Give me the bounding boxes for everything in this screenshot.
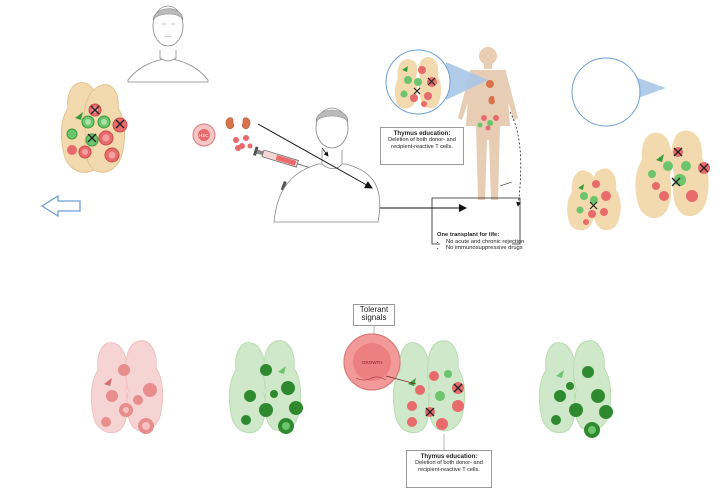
dashed-return-arrow	[509, 111, 522, 207]
hsc-cell-icon	[192, 123, 216, 147]
thymus-education-box-bottom: Thymus education: Deletion of both donor…	[406, 450, 492, 488]
thymus-education-box-top: Thymus education: Deletion of both donor…	[380, 127, 464, 165]
kidney-icon	[225, 117, 253, 151]
thymus-right-small	[567, 168, 621, 231]
arrow-kidney-to-patient	[257, 123, 373, 189]
tolerant-cell-icon	[343, 333, 417, 391]
thymus-bottom-green-1	[228, 340, 303, 434]
hsc-label: HSC	[199, 133, 209, 138]
syringe-icon-1	[253, 146, 310, 168]
body-silhouette-icon	[458, 47, 518, 200]
thymus-education-body-top: Deletion of both donor- and recipient-re…	[388, 137, 456, 150]
one-transplant-box: One transplant for life: No acute and ch…	[437, 232, 529, 252]
cell-label: GROWTH	[362, 360, 383, 365]
patient-torso-icon	[273, 107, 381, 223]
thymus-bottom-pink	[90, 340, 164, 434]
thymus-education-body-bottom: Deletion of both donor- and recipient-re…	[415, 460, 483, 473]
thymus-cells-top-left	[66, 103, 128, 163]
one-transplant-item: No acute and chronic rejection	[446, 239, 529, 246]
thymus-education-title-top: Thymus education:	[393, 130, 451, 137]
thymus-education-title-bottom: Thymus education:	[420, 453, 478, 460]
person-head-icon	[127, 5, 209, 83]
arrow-patient-down	[321, 147, 329, 157]
thymus-right-large	[635, 130, 710, 219]
thymus-bottom-mixed	[392, 340, 466, 434]
back-arrow-icon	[40, 194, 81, 218]
tolerant-signals-box: Tolerant signals	[353, 304, 395, 326]
one-transplant-title: One transplant for life:	[437, 232, 500, 238]
thymus-bottom-green-2	[538, 340, 613, 438]
transplant-bracket	[431, 197, 521, 245]
magnifier-icon-thymus-top	[385, 49, 488, 115]
arrow-to-body-thin	[499, 181, 513, 187]
magnifier-icon-empty	[571, 57, 666, 127]
one-transplant-item: No immunosuppressive drugs	[446, 245, 529, 252]
